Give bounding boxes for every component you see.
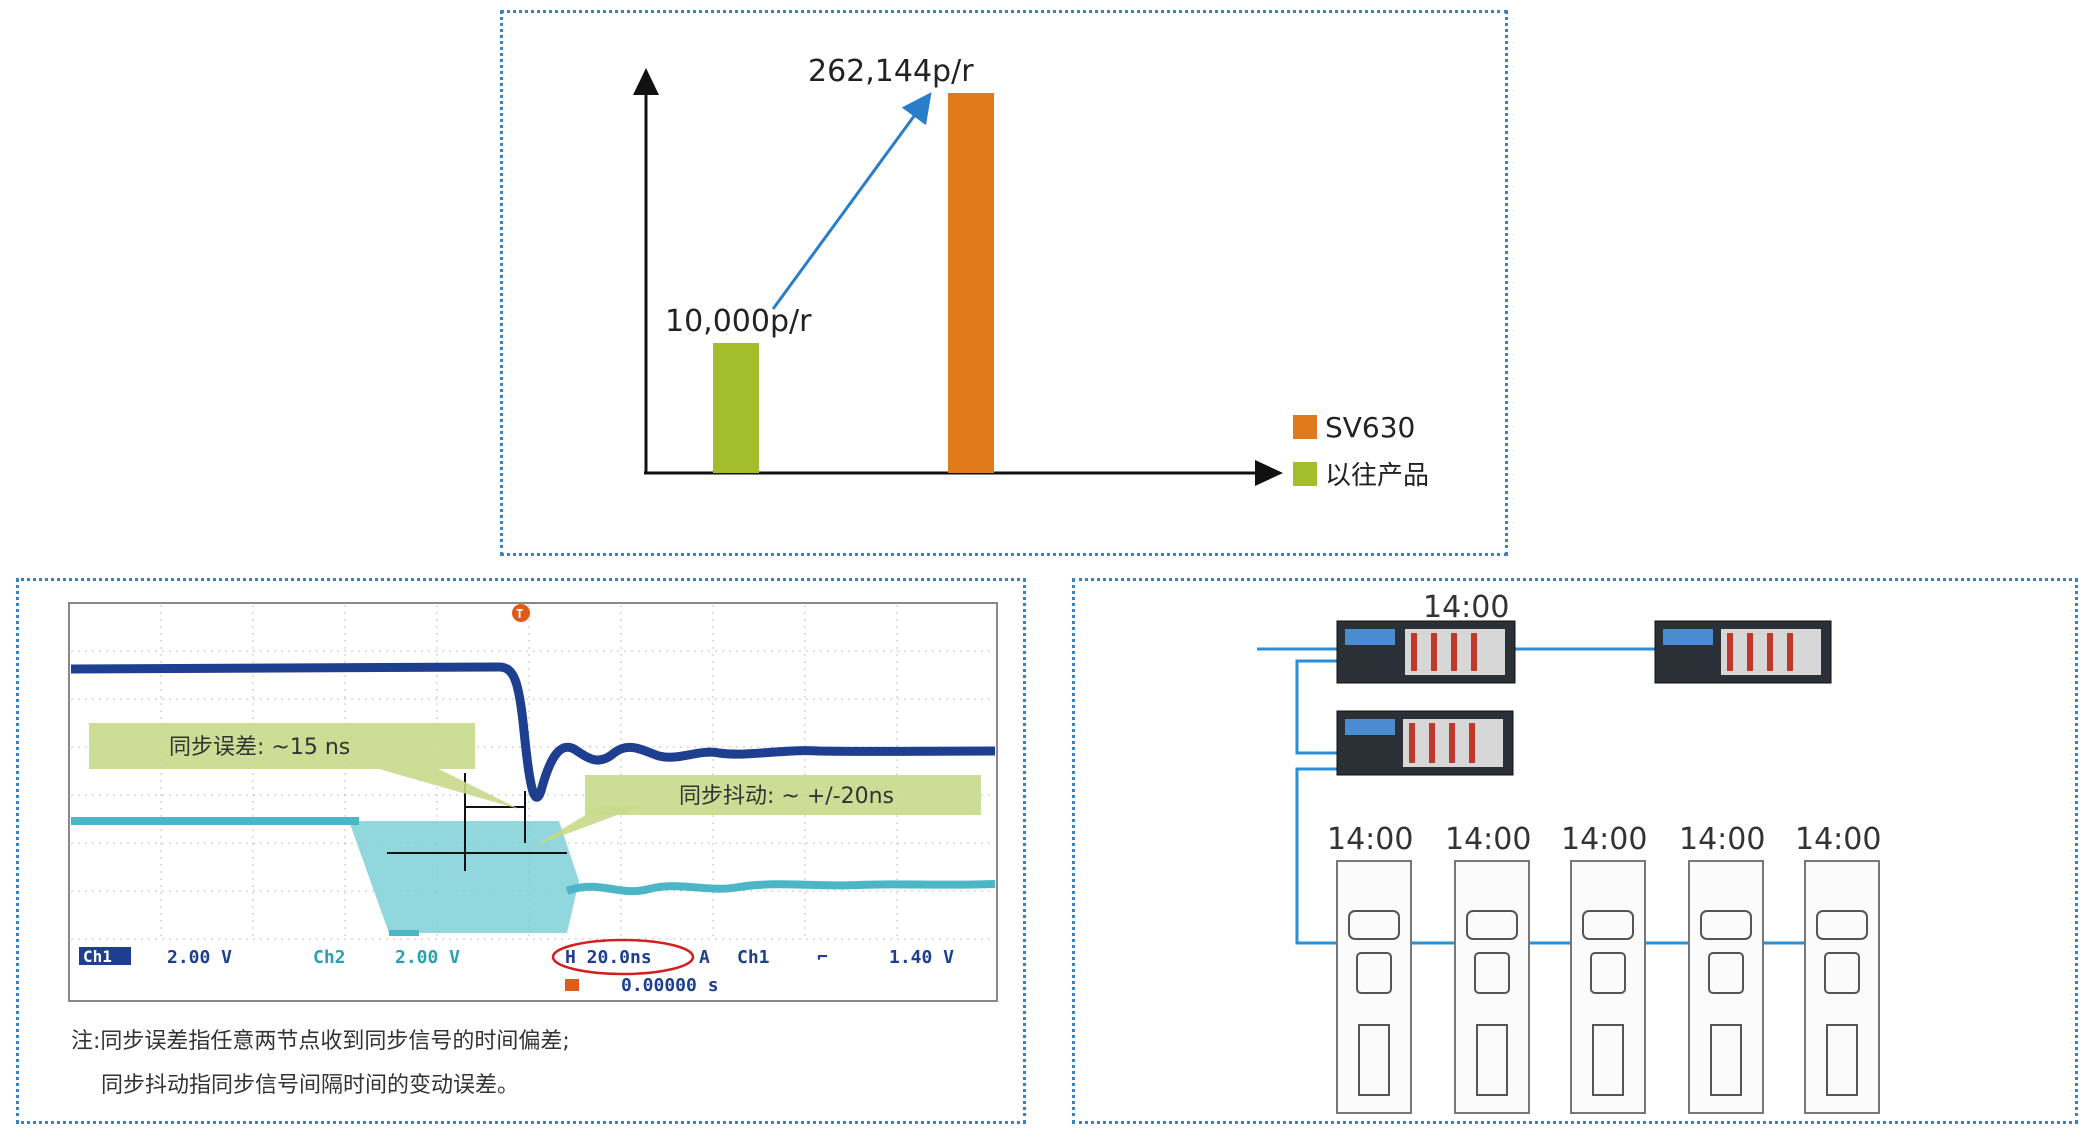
timebase-value: H 20.0ns (565, 947, 652, 968)
legend-label-sv630: SV630 (1325, 411, 1415, 444)
drive-label-3: 14:00 (1561, 822, 1647, 857)
trigger-channel: Ch1 (737, 947, 770, 968)
ch1-label: Ch1 (83, 947, 112, 966)
bar-old-value-label: 10,000p/r (665, 304, 812, 339)
legend-swatch-old-product (1293, 462, 1317, 486)
note-line-1: 注:同步误差指任意两节点收到同步信号的时间偏差; (71, 1029, 570, 1054)
ch2-label: Ch2 (313, 947, 346, 968)
servo-drive-2 (1454, 860, 1530, 1114)
y-axis-arrowhead (633, 68, 659, 95)
trigger-level: 1.40 V (889, 947, 954, 968)
sync-jitter-callout-pointer (534, 807, 639, 846)
drive-label-5: 14:00 (1795, 822, 1881, 857)
servo-drive-3 (1570, 860, 1646, 1114)
sync-jitter-text: 同步抖动: ~ +/-20ns (679, 784, 894, 809)
module-label: 14:00 (1423, 590, 1509, 625)
ch1-badge (79, 947, 131, 965)
servo-drive-5 (1804, 860, 1880, 1114)
sync-error-text: 同步误差: ~15 ns (169, 735, 350, 760)
servo-drive-4 (1688, 860, 1764, 1114)
resolution-chart-panel: 10,000p/r 262,144p/r SV630 以往产品 (500, 10, 1508, 556)
sync-error-callout-pointer (379, 769, 519, 809)
legend-swatch-sv630 (1293, 415, 1317, 439)
oscilloscope-panel: T 同步误差: ~15 ns 同步抖动: ~ +/-20ns Ch1 2.00 … (16, 578, 1026, 1124)
bar-sv630-value-label: 262,144p/r (808, 54, 974, 89)
legend-label-old-product: 以往产品 (1325, 461, 1429, 491)
trigger-offset-value: 0.00000 s (621, 975, 719, 996)
servo-drive-1 (1336, 860, 1412, 1114)
controller-module-expansion (1336, 710, 1514, 776)
sync-error-callout (89, 723, 475, 769)
resolution-bar-chart: 10,000p/r 262,144p/r SV630 以往产品 (633, 54, 1429, 491)
trigger-marker-icon (512, 604, 530, 622)
increase-arrow (771, 92, 932, 310)
network-topology-panel: 14:00 (1072, 578, 2078, 1124)
ch1-waveform (70, 662, 996, 802)
sync-jitter-callout (585, 775, 981, 815)
drive-label-1: 14:00 (1327, 822, 1413, 857)
controller-module-remote (1654, 620, 1832, 684)
ch2-waveform (71, 817, 996, 896)
drive-label-4: 14:00 (1679, 822, 1765, 857)
ch1-value: 2.00 V (167, 947, 232, 968)
sync-jitter-arrow (387, 843, 567, 871)
ch2-jitter-band (349, 821, 579, 933)
controller-module-main (1336, 620, 1516, 684)
trigger-slope-icon: ⌐ (817, 947, 828, 968)
network-cables (1257, 647, 1811, 945)
bar-sv630 (948, 93, 994, 473)
ch2-value: 2.00 V (395, 947, 460, 968)
trigger-offset-icon (565, 979, 579, 991)
drive-label-2: 14:00 (1445, 822, 1531, 857)
x-axis-arrowhead (1255, 460, 1283, 486)
bar-old-product (713, 343, 759, 473)
timebase-highlight (551, 938, 695, 976)
trigger-mode: A (699, 947, 710, 968)
network-topology-diagram: 14:00 (1257, 590, 1881, 1114)
trigger-marker-text: T (516, 607, 523, 621)
oscilloscope-capture: T 同步误差: ~15 ns 同步抖动: ~ +/-20ns Ch1 2.00 … (68, 602, 998, 1002)
note-line-2: 同步抖动指同步信号间隔时间的变动误差。 (101, 1073, 520, 1098)
